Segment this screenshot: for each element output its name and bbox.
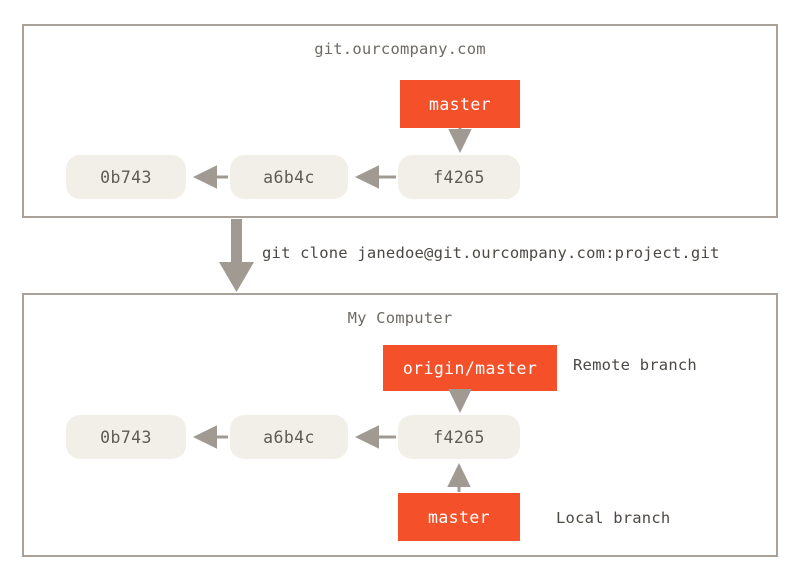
commit-node: f4265 [398, 155, 520, 199]
commit-node: a6b4c [230, 155, 348, 199]
local-branch-annotation: Local branch [556, 509, 671, 527]
local-panel-title: My Computer [347, 309, 453, 327]
commit-node: 0b743 [66, 415, 186, 459]
branch-label-master: master [398, 493, 520, 541]
commit-node: f4265 [398, 415, 520, 459]
remote-branch-annotation: Remote branch [573, 356, 697, 374]
server-panel-title: git.ourcompany.com [314, 40, 486, 58]
commit-node: 0b743 [66, 155, 186, 199]
branch-label-origin-master: origin/master [383, 345, 557, 391]
clone-command-label: git clone janedoe@git.ourcompany.com:pro… [262, 244, 720, 262]
branch-label-master: master [400, 80, 520, 128]
commit-node: a6b4c [230, 415, 348, 459]
clone-flow-arrow [219, 219, 254, 292]
